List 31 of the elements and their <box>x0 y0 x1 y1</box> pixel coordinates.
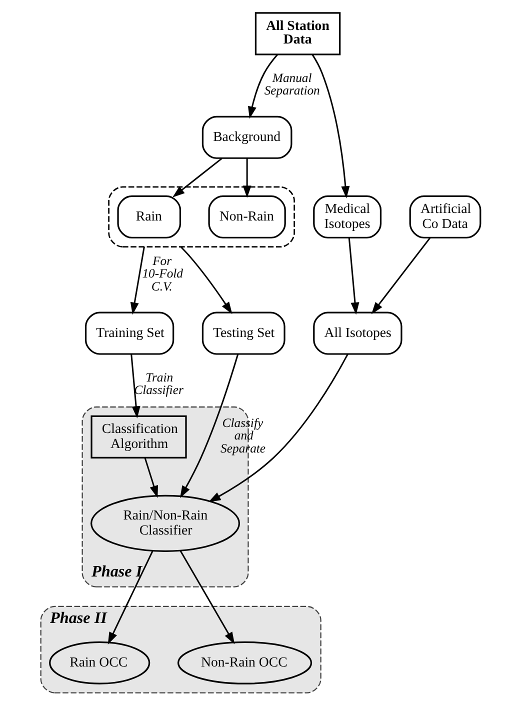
edge-label: For 10-Fold C.V. <box>142 254 183 294</box>
arrow <box>180 354 239 498</box>
arrow <box>312 54 350 198</box>
node-ellipse: Non-Rain OCC <box>177 641 312 684</box>
node-box: Testing Set <box>202 312 286 355</box>
node-box: Rain <box>117 195 182 238</box>
node-box: All Isotopes <box>313 312 402 355</box>
node-ellipse: Rain/Non-Rain Classifier <box>90 494 240 552</box>
arrow <box>130 354 140 418</box>
edge-label: Classify and Separate <box>220 416 266 456</box>
arrow <box>348 238 360 315</box>
arrow <box>242 158 252 198</box>
node-box: Artificial Co Data <box>409 195 482 238</box>
node-box: Medical Isotopes <box>313 195 382 238</box>
arrow <box>248 54 278 119</box>
arrow <box>371 237 431 314</box>
arrow <box>130 246 145 315</box>
arrow <box>172 158 222 198</box>
arrow <box>180 246 232 314</box>
node-ellipse: Rain OCC <box>49 641 150 684</box>
node-box: Classification Algorithm <box>90 415 187 458</box>
node-box: Background <box>202 116 292 159</box>
arrow <box>108 550 154 644</box>
edge-label: Train Classifier <box>134 370 184 398</box>
node-box: All Station Data <box>254 12 341 56</box>
node-box: Training Set <box>84 312 174 355</box>
arrow <box>208 354 348 502</box>
edge-label: Manual Separation <box>264 70 320 98</box>
arrow <box>180 550 235 644</box>
arrow <box>144 458 158 498</box>
node-box: Non-Rain <box>208 195 286 238</box>
